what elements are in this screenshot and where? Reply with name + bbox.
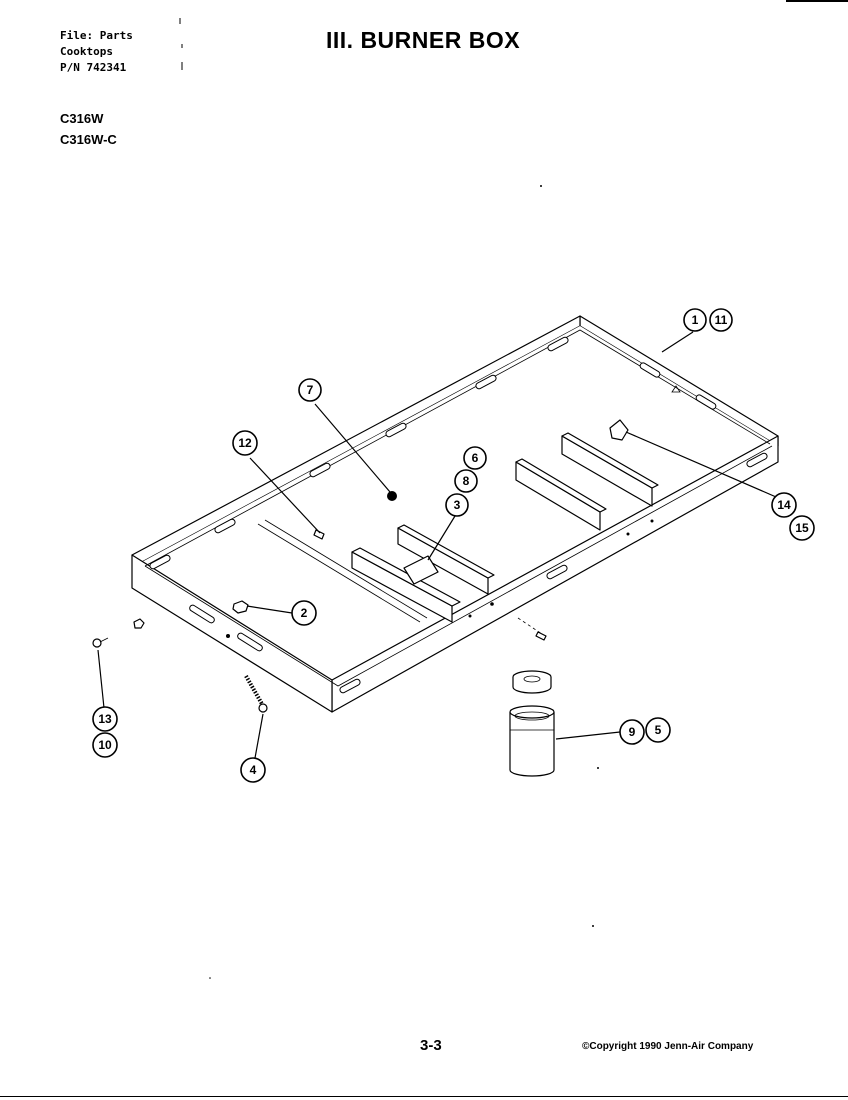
burner-box-pan xyxy=(131,315,779,713)
file-info: File: Parts Cooktops P/N 742341 xyxy=(60,28,133,76)
screw-axis xyxy=(517,617,543,635)
leader-3 xyxy=(427,515,456,561)
callout-2: 2 xyxy=(291,600,317,626)
leader-1-11 xyxy=(661,331,694,353)
top-edge-rule xyxy=(786,0,848,2)
svg-text:5: 5 xyxy=(655,723,662,737)
callout-9: 9 xyxy=(619,719,645,745)
svg-text:6: 6 xyxy=(472,451,479,465)
svg-text:4: 4 xyxy=(250,763,257,777)
callout-15: 15 xyxy=(789,515,815,541)
svg-text:14: 14 xyxy=(777,498,791,512)
leader-14 xyxy=(625,431,784,501)
callout-7: 7 xyxy=(298,378,322,402)
callout-4: 4 xyxy=(240,757,266,783)
callout-5: 5 xyxy=(645,717,671,743)
svg-text:3: 3 xyxy=(454,498,461,512)
floor-rib-1b xyxy=(264,519,428,619)
svg-text:9: 9 xyxy=(629,725,636,739)
front-screw xyxy=(535,631,547,641)
svg-text:7: 7 xyxy=(307,383,314,397)
svg-text:13: 13 xyxy=(98,712,112,726)
leader-2 xyxy=(246,605,293,614)
back-wall-slots xyxy=(149,336,569,570)
model-list: C316W C316W-C xyxy=(60,108,117,150)
bottom-edge-rule xyxy=(0,1096,848,1097)
callout-14: 14 xyxy=(771,492,797,518)
callout-12: 12 xyxy=(232,430,258,456)
floor-rib-1 xyxy=(257,523,421,623)
page-title: III. BURNER BOX xyxy=(326,27,521,53)
callout-11: 11 xyxy=(709,308,733,332)
bracket-part-14 xyxy=(609,419,629,441)
screw-part-12 xyxy=(313,529,325,540)
callout-8: 8 xyxy=(454,469,478,493)
svg-text:8: 8 xyxy=(463,474,470,488)
screw-part-13 xyxy=(92,618,145,648)
page-number: 3-3 xyxy=(420,1037,442,1054)
leader-12 xyxy=(249,457,321,534)
model-2: C316W-C xyxy=(60,132,117,147)
svg-text:2: 2 xyxy=(301,606,308,620)
copyright-notice: ©Copyright 1990 Jenn-Air Company xyxy=(582,1041,754,1052)
rear-wall-slots xyxy=(639,362,717,410)
grommet-part-7 xyxy=(387,491,397,501)
inner-lip-line-front xyxy=(144,445,773,687)
threaded-rod-part-4 xyxy=(244,675,268,713)
svg-text:10: 10 xyxy=(98,738,112,752)
left-end-wall xyxy=(131,554,333,713)
callout-10: 10 xyxy=(92,732,118,758)
callout-6: 6 xyxy=(463,446,487,470)
svg-text:1: 1 xyxy=(692,313,699,327)
svg-text:15: 15 xyxy=(795,521,809,535)
leader-7 xyxy=(314,403,391,493)
burner-baffle-right xyxy=(515,432,659,531)
file-line-2: Cooktops xyxy=(60,45,113,58)
leader-13 xyxy=(97,649,105,709)
nut-part-2 xyxy=(232,600,249,614)
file-line-3: P/N 742341 xyxy=(60,61,127,74)
svg-text:12: 12 xyxy=(238,436,252,450)
front-wall-slots xyxy=(339,452,768,694)
model-1: C316W xyxy=(60,111,104,126)
jar-part-9 xyxy=(509,670,555,777)
leader-lines xyxy=(97,331,784,759)
file-line-1: File: Parts xyxy=(60,29,133,42)
leader-9 xyxy=(555,731,621,740)
callout-13: 13 xyxy=(92,706,118,732)
svg-text:11: 11 xyxy=(715,313,728,327)
leader-4 xyxy=(254,713,264,759)
callout-3: 3 xyxy=(445,493,469,517)
end-wall-slots xyxy=(189,604,263,652)
burner-baffle-left xyxy=(351,524,495,623)
callout-1: 1 xyxy=(683,308,707,332)
